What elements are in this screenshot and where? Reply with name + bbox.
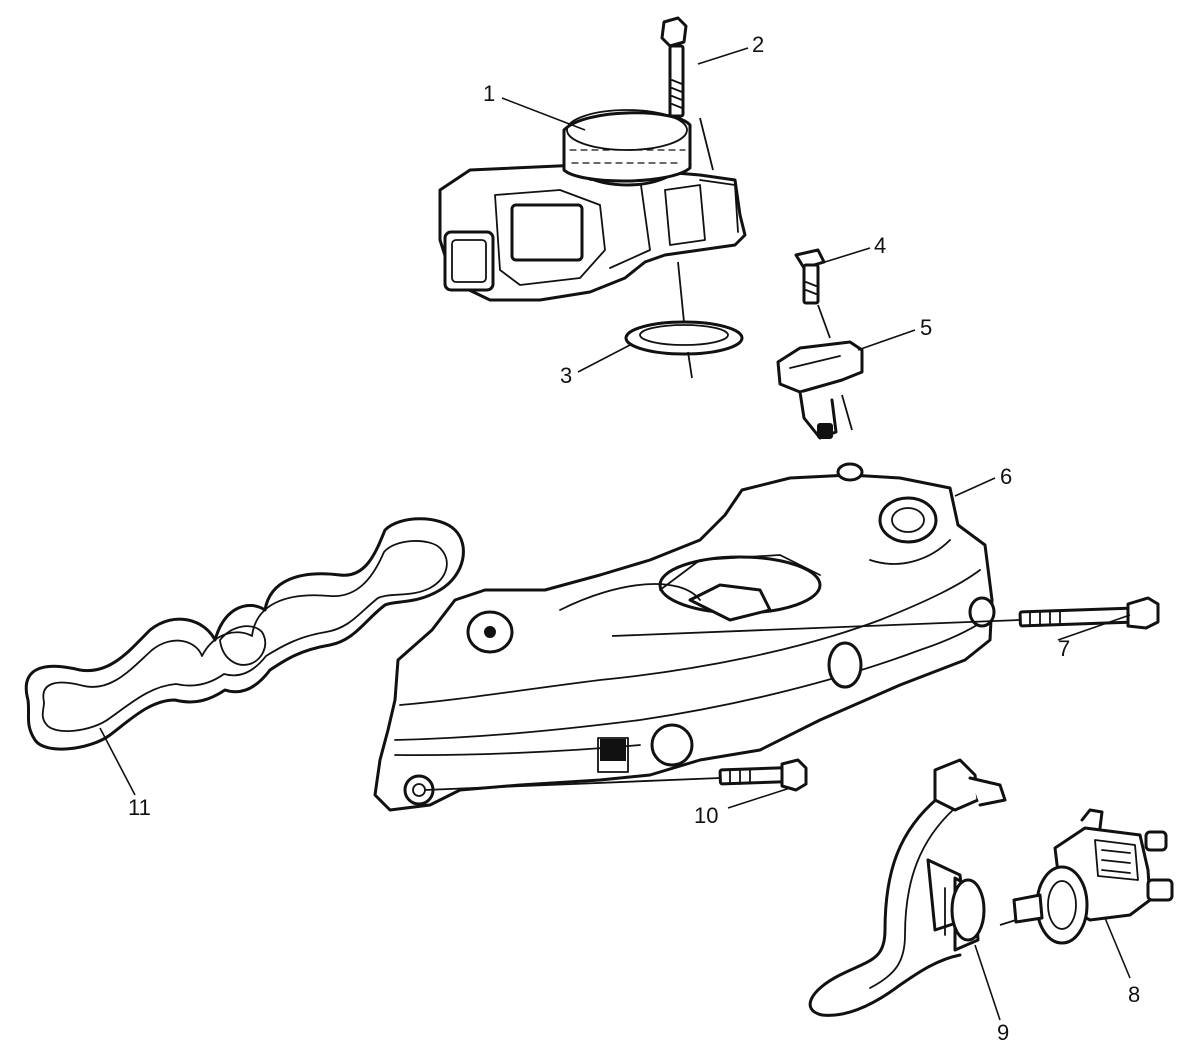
callout-3: 3 [560, 363, 572, 388]
callout-5: 5 [920, 315, 932, 340]
throttle-body [438, 109, 747, 302]
callout-2: 2 [752, 32, 764, 57]
sensor-bolt [794, 248, 831, 339]
callout-4: 4 [874, 233, 886, 258]
callout-10: 10 [694, 803, 718, 828]
callout-9: 9 [997, 1020, 1009, 1045]
throttle-body-gasket [624, 261, 744, 379]
callout-7: 7 [1058, 636, 1070, 661]
throttle-body-bolt [660, 16, 714, 171]
callout-11: 11 [128, 795, 151, 820]
callout-1: 1 [483, 81, 495, 106]
leader-lines [99, 47, 1131, 1021]
purge-solenoid-valve [999, 808, 1174, 945]
intake-manifold-gasket [24, 517, 465, 751]
callout-6: 6 [1000, 464, 1012, 489]
callout-8: 8 [1128, 982, 1140, 1007]
callout-labels: 1 2 3 4 5 6 7 8 9 10 11 [128, 32, 1140, 1045]
manifold-bolt [611, 596, 1160, 637]
manifold-short-bolt [424, 758, 808, 792]
purge-hose-assembly [808, 758, 1007, 1017]
map-sensor [776, 340, 864, 440]
intake-manifold [373, 462, 996, 812]
